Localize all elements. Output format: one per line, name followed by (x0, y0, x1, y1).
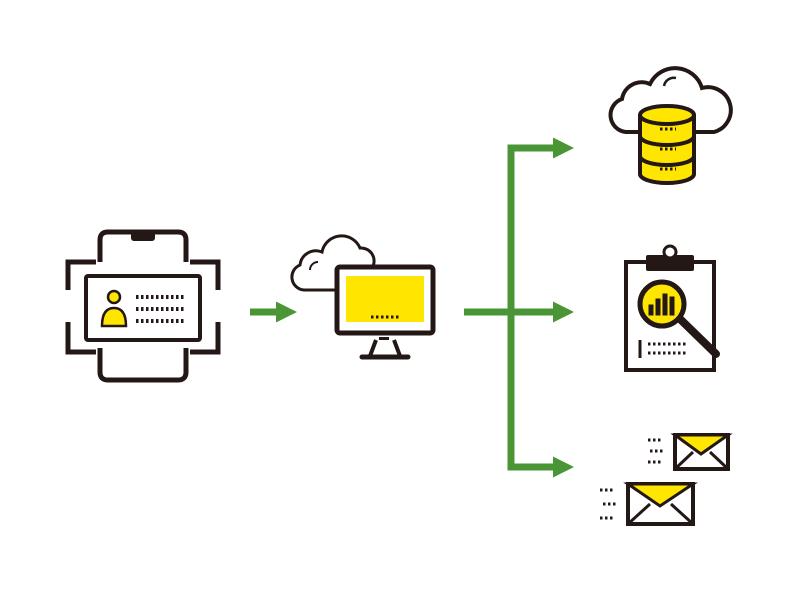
arrow-computer-to-database (507, 137, 574, 467)
branch-connector (464, 137, 574, 478)
clipboard-analytics-icon (624, 244, 720, 372)
cloud-computer-icon (290, 234, 436, 360)
phone-id-card-scan-icon (65, 229, 221, 383)
email-icon (600, 433, 733, 526)
cloud-database-icon (608, 66, 733, 185)
arrow-computer-to-email (507, 312, 574, 478)
